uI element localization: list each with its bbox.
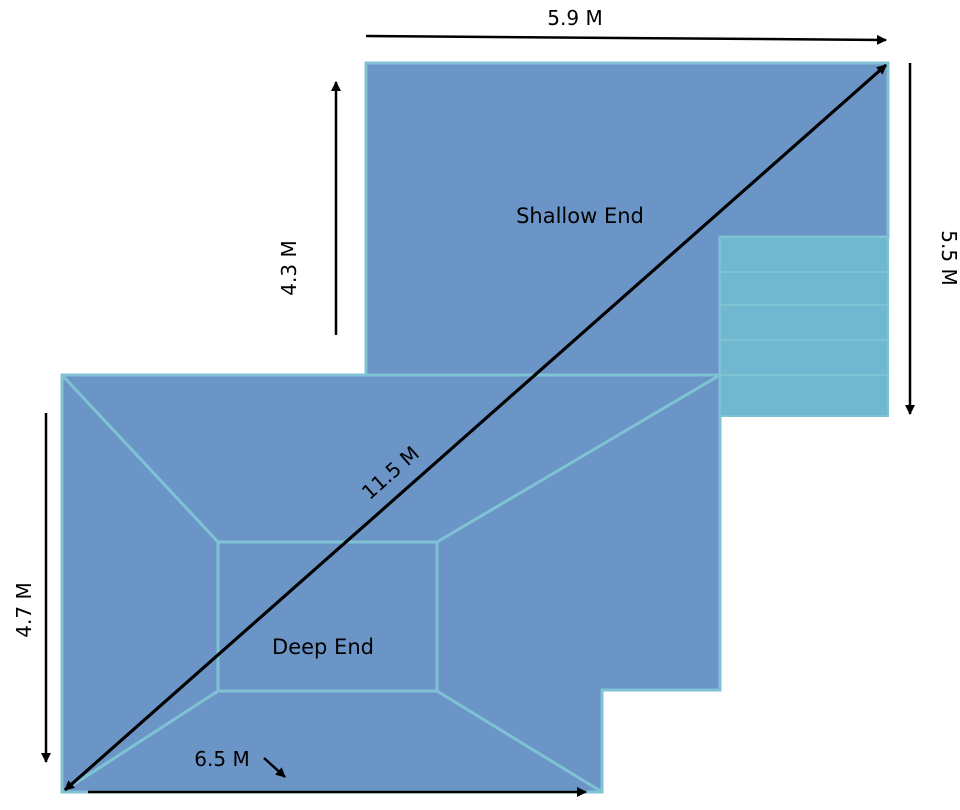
pool-step (719, 271, 889, 306)
diagonal-line-start (64, 63, 887, 792)
top-width-label: 5.9 M (547, 6, 602, 30)
left-upper-length-label: 4.3 M (277, 240, 301, 295)
pool-step (719, 374, 889, 417)
top-dimension-arrow (365, 34, 887, 45)
deep-end-label: Deep End (272, 635, 374, 659)
left-lower-length-label: 4.7 M (12, 582, 36, 637)
pool-steps (719, 236, 889, 417)
pool-step (719, 339, 889, 376)
deep-end-floor (216, 540, 439, 693)
shallow-end-label: Shallow End (516, 204, 644, 228)
bottom-pointer-arrow (263, 757, 286, 778)
bottom-width-label: 6.5 M (194, 747, 249, 771)
pool-step (719, 236, 889, 273)
deep-end-walls (60, 373, 721, 794)
pool-step (719, 304, 889, 341)
right-length-label: 5.5 M (937, 230, 960, 285)
